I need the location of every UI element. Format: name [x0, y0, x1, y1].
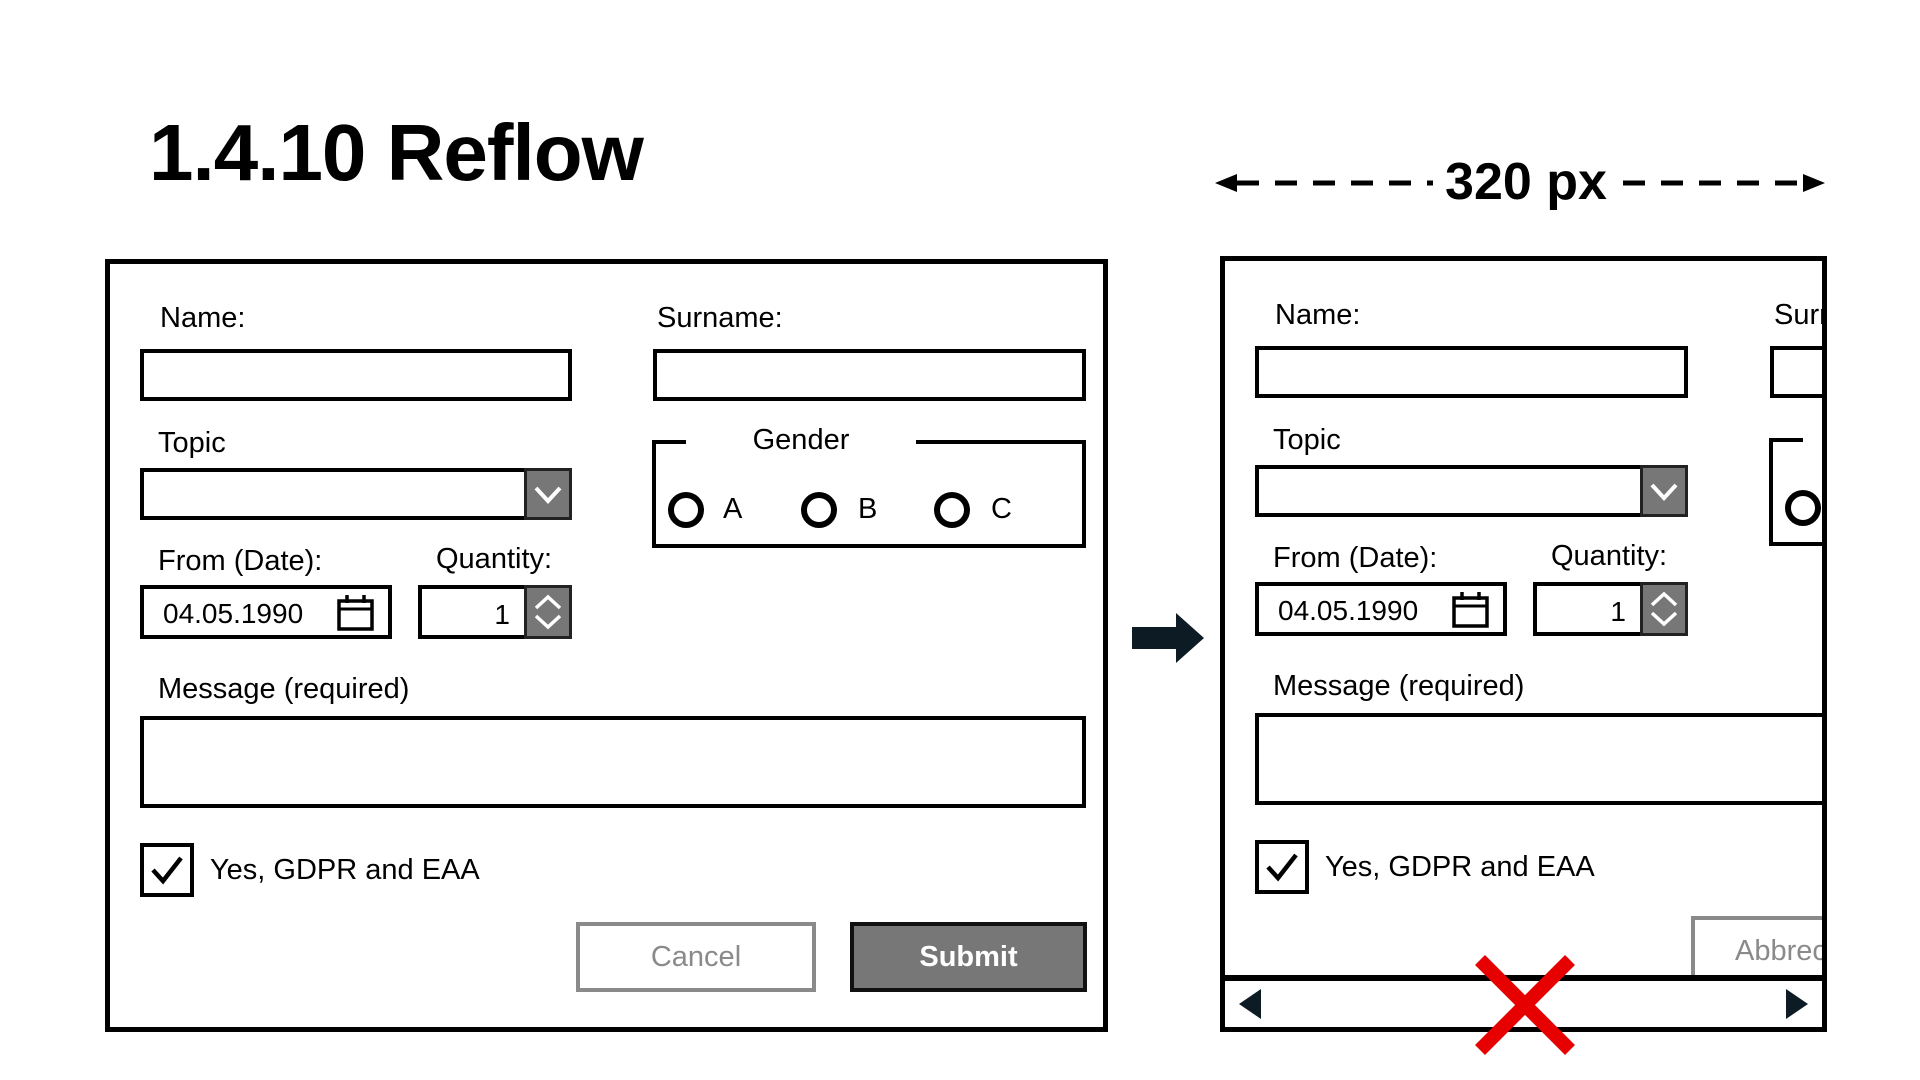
- reflow-radio-a[interactable]: [1785, 490, 1821, 526]
- page-title: 1.4.10 Reflow: [149, 108, 644, 197]
- topic-select[interactable]: [140, 468, 572, 520]
- reflow-consent-label: Yes, GDPR and EAA: [1325, 851, 1595, 883]
- quantity-value: 1: [494, 599, 510, 630]
- reflow-calendar-icon[interactable]: [1451, 591, 1491, 629]
- reflow-message-label: Message (required): [1273, 670, 1525, 702]
- message-textarea[interactable]: [140, 716, 1086, 808]
- reflow-topic-select[interactable]: [1255, 465, 1688, 517]
- reflow-quantity-stepper[interactable]: 1: [1533, 582, 1688, 636]
- error-x-icon: [1470, 950, 1580, 1065]
- arrow-right-icon: [1130, 610, 1206, 671]
- reflow-surname-label: Surn: [1774, 299, 1822, 331]
- date-input[interactable]: 04.05.1990: [140, 585, 392, 639]
- reflow-surname-input[interactable]: [1770, 346, 1822, 398]
- reflow-checkmark-icon: [1266, 853, 1298, 882]
- reflow-quantity-label: Quantity:: [1551, 540, 1668, 572]
- radio-c[interactable]: [934, 492, 970, 528]
- quantity-label: Quantity:: [436, 543, 553, 575]
- scroll-left-icon[interactable]: [1231, 981, 1271, 1027]
- cancel-button[interactable]: Cancel: [576, 922, 816, 992]
- date-label: From (Date):: [158, 545, 323, 577]
- radio-a[interactable]: [668, 492, 704, 528]
- name-input[interactable]: [140, 349, 572, 401]
- reflow-gender-fieldset: [1769, 434, 1822, 546]
- reflow-quantity-value: 1: [1610, 596, 1626, 627]
- date-value: 04.05.1990: [163, 598, 304, 629]
- reflow-message-textarea[interactable]: [1255, 713, 1822, 805]
- surname-input[interactable]: [653, 349, 1086, 401]
- reflow-name-label: Name:: [1275, 299, 1361, 331]
- checkmark-icon: [151, 856, 183, 885]
- reflow-date-value: 04.05.1990: [1278, 595, 1419, 626]
- reflow-date-input[interactable]: 04.05.1990: [1255, 582, 1507, 636]
- width-ruler: 320 px: [1215, 155, 1825, 210]
- calendar-icon[interactable]: [336, 594, 376, 632]
- reflow-chevron-down-icon[interactable]: [1640, 465, 1688, 517]
- radio-b[interactable]: [801, 492, 837, 528]
- scroll-right-icon[interactable]: [1776, 981, 1816, 1027]
- wide-form-panel: Name: Surname: Topic Gender A B C From (…: [105, 259, 1108, 1032]
- reflow-date-label: From (Date):: [1273, 542, 1438, 574]
- consent-label: Yes, GDPR and EAA: [210, 854, 480, 886]
- surname-label: Surname:: [657, 302, 783, 334]
- submit-button[interactable]: Submit: [850, 922, 1087, 992]
- radio-b-label: B: [858, 493, 878, 525]
- ruler-label: 320 px: [1437, 155, 1615, 210]
- ruler-arrows-icon: [1215, 174, 1825, 192]
- reflow-topic-label: Topic: [1273, 424, 1341, 456]
- message-label: Message (required): [158, 673, 410, 705]
- chevron-down-icon[interactable]: [524, 468, 572, 520]
- gender-fieldset: Gender A B C: [652, 423, 1086, 548]
- spinner-icon[interactable]: [524, 585, 572, 639]
- radio-a-label: A: [723, 493, 743, 525]
- quantity-stepper[interactable]: 1: [418, 585, 572, 639]
- reflow-panel: Name: Surn Topic From (Date): 04.05.1990…: [1220, 256, 1827, 1032]
- name-label: Name:: [160, 302, 246, 334]
- reflow-name-input[interactable]: [1255, 346, 1688, 398]
- reflow-consent-checkbox[interactable]: [1255, 840, 1309, 894]
- gender-legend: Gender: [686, 423, 916, 457]
- reflow-spinner-icon[interactable]: [1640, 582, 1688, 636]
- topic-label: Topic: [158, 427, 226, 459]
- consent-checkbox[interactable]: [140, 843, 194, 897]
- radio-c-label: C: [991, 493, 1012, 525]
